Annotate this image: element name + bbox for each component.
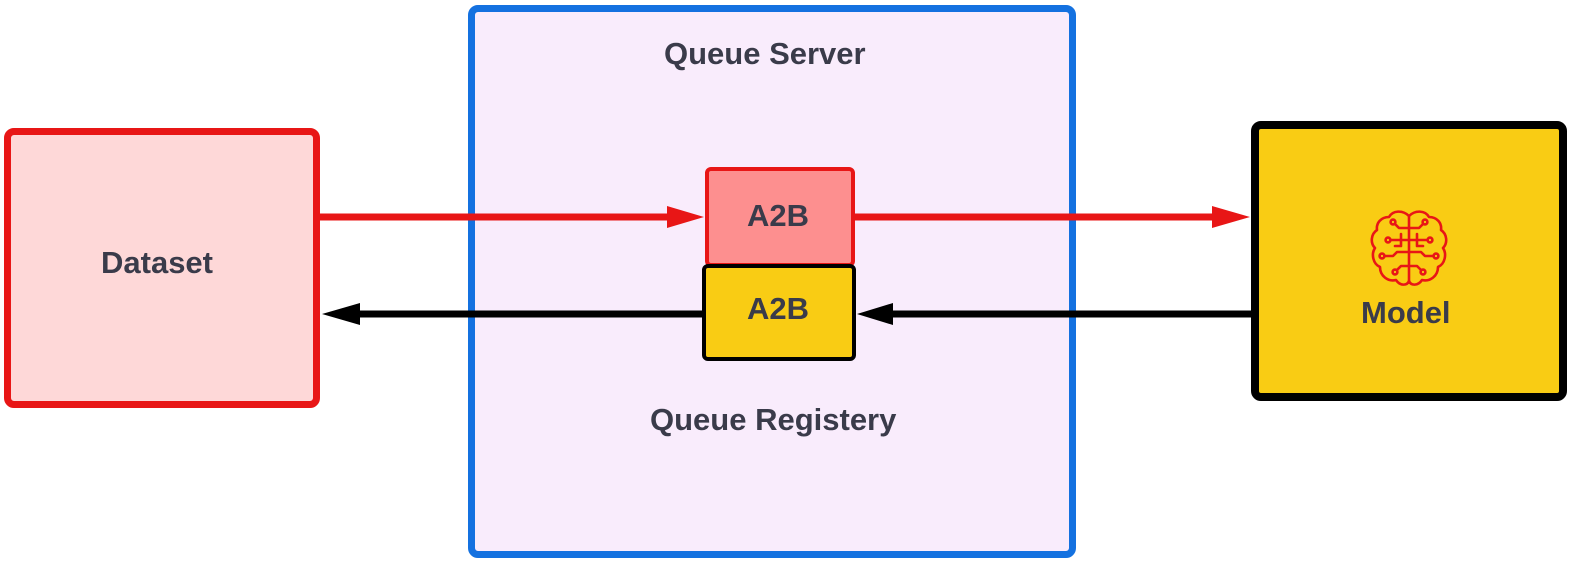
model-label: Model [1361,295,1451,330]
edge-model-to-queue-response [857,303,1251,325]
queue-response-label: A2B [747,291,810,326]
queue-server-label: Queue Server [664,36,866,71]
dataset-label: Dataset [101,245,213,280]
edge-queue-request-to-model [855,206,1250,228]
queue-request-label: A2B [747,198,810,233]
model-node [1251,121,1567,401]
queue-response-node [702,264,856,361]
queue-registry-label: Queue Registery [650,402,897,437]
brain-circuit-icon [1370,210,1448,286]
dataset-node [4,128,320,408]
edge-dataset-to-queue-request [320,206,704,228]
edge-queue-response-to-dataset [322,303,702,325]
